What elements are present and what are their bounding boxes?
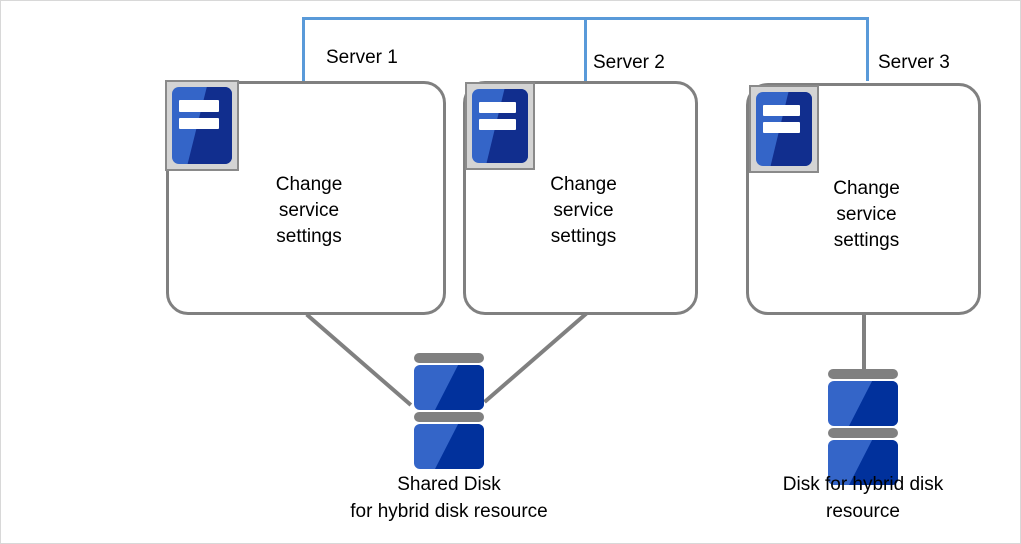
connector-server1-shared-disk — [305, 313, 413, 407]
hybrid-disk-caption: Disk for hybrid disk resource — [723, 471, 1003, 525]
shared-disk-icon[interactable] — [414, 353, 484, 469]
connector-server2-shared-disk — [483, 309, 590, 404]
disk-cap-top — [414, 353, 484, 363]
shared-disk-caption-line-2: for hybrid disk resource — [350, 501, 548, 522]
server-icon-bar-bottom — [179, 117, 219, 130]
server-2-label: Server 2 — [593, 52, 665, 73]
server-1-body-line-1: Change — [275, 174, 343, 195]
server-2-body-text: Change service settings — [466, 172, 701, 250]
disk-platter-bottom-shade — [435, 424, 484, 469]
server-2-body-line-3: settings — [550, 226, 617, 247]
server-1-body-line-3: settings — [276, 226, 342, 247]
server-icon-bar-top — [762, 104, 800, 116]
server-icon-bar-top — [478, 101, 516, 113]
server-3-label: Server 3 — [878, 52, 950, 73]
server-icon-body — [472, 89, 528, 163]
server-3-body-text: Change service settings — [749, 176, 984, 254]
hybrid-disk-caption-line-1: Disk for hybrid disk — [782, 474, 944, 495]
server-icon-body — [172, 87, 232, 164]
server-icon-bar-top — [179, 100, 219, 112]
server-icon — [165, 80, 239, 171]
disk-platter-bottom — [414, 424, 484, 469]
server-1-body-text: Change service settings — [169, 172, 449, 250]
bracket-middle-leg — [584, 17, 587, 81]
disk-cap-bottom — [828, 428, 898, 438]
disk-platter-top — [828, 381, 898, 426]
disk-platter-top-shade — [849, 381, 898, 426]
hybrid-disk-caption-line-2: resource — [826, 501, 900, 522]
server-icon — [465, 82, 535, 170]
server-icon-body — [756, 92, 812, 166]
disk-platter-top-shade — [435, 365, 484, 410]
server-icon-bar-bottom — [478, 118, 516, 130]
server-2-body-line-2: service — [553, 200, 614, 221]
server-3-body-line-3: settings — [833, 230, 900, 251]
server-3-body-line-1: Change — [833, 178, 900, 199]
server-icon — [749, 85, 819, 173]
shared-disk-caption-line-1: Shared Disk — [397, 474, 501, 495]
disk-cap-top — [828, 369, 898, 379]
disk-cap-bottom — [414, 412, 484, 422]
connector-server3-hybrid-disk — [862, 313, 866, 375]
bracket-left-leg — [302, 17, 305, 81]
shared-disk-caption: Shared Disk for hybrid disk resource — [289, 471, 609, 525]
hybrid-disk-icon[interactable] — [828, 369, 898, 485]
disk-platter-bottom — [828, 440, 898, 485]
bracket-right-leg — [866, 17, 869, 81]
server-1-body-line-2: service — [278, 200, 340, 221]
disk-platter-top — [414, 365, 484, 410]
server-1-label: Server 1 — [326, 47, 398, 68]
server-icon-bar-bottom — [762, 121, 800, 133]
server-2-body-line-1: Change — [550, 174, 617, 195]
server-3-body-line-2: service — [836, 204, 897, 225]
